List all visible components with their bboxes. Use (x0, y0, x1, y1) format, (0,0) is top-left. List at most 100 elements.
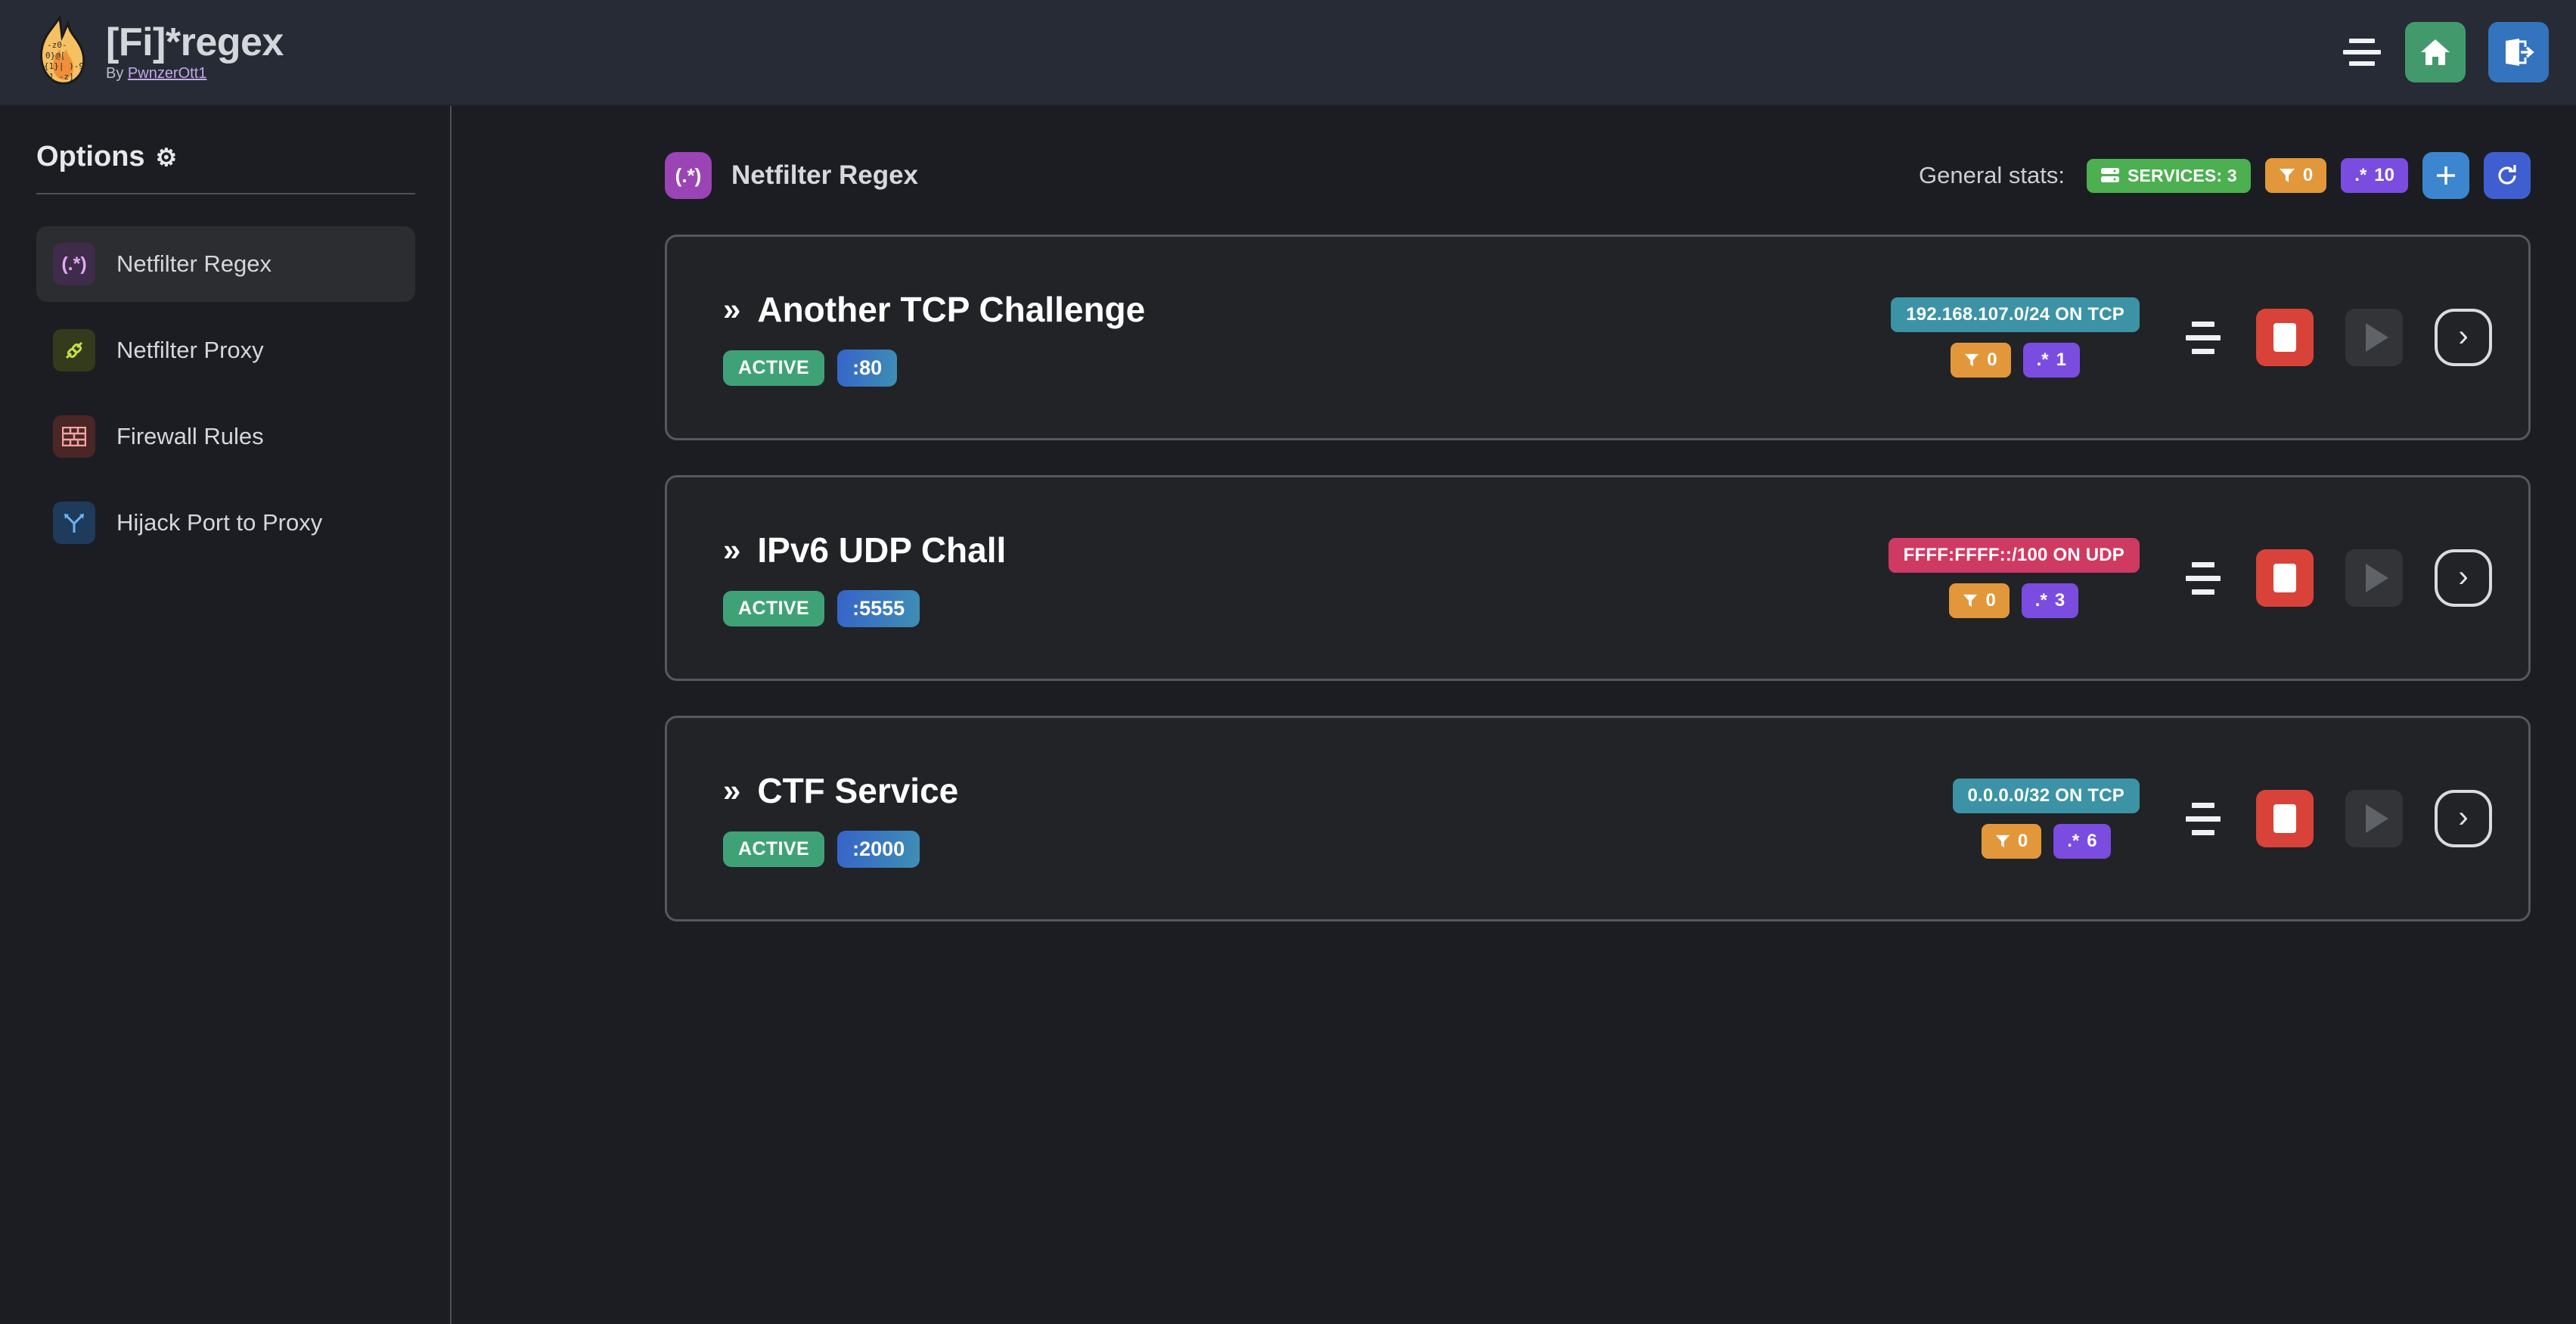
stop-service-button[interactable] (2256, 309, 2314, 366)
port-badge: :2000 (837, 830, 920, 868)
top-bar: -z0- 0}@[ {1}| )-9] {1 -z] [Fi]*regex By… (0, 0, 2576, 106)
global-filter-count: 0 (2302, 165, 2314, 185)
regex-glyph-icon: .* (2034, 590, 2047, 611)
status-badge: ACTIVE (723, 350, 825, 386)
general-stats-label: General stats: (1918, 162, 2065, 188)
hamburger-line (2349, 61, 2375, 66)
handle-line (2192, 348, 2214, 354)
hamburger-icon[interactable] (2342, 35, 2382, 70)
sidebar-title: Options ⚙ (36, 141, 415, 173)
service-network-info: FFFF:FFFF::/100 ON UDP 0 .* 3 (1888, 538, 2140, 618)
drag-handle-icon[interactable] (2182, 561, 2224, 595)
server-icon (2100, 168, 2119, 182)
network-badge: 0.0.0.0/32 ON TCP (1952, 779, 2140, 813)
sidebar: Options ⚙ (.*) Netfilter Regex Netfilter… (0, 106, 452, 1324)
handle-line (2192, 589, 2214, 595)
svg-text:{1 -z]: {1 -z] (44, 72, 74, 82)
service-title-row: » IPv6 UDP Chall (723, 530, 1006, 570)
open-service-button[interactable]: › (2435, 790, 2492, 847)
regex-count: 1 (2056, 350, 2066, 370)
plus-icon (2437, 166, 2455, 185)
stop-service-button[interactable] (2256, 790, 2314, 847)
play-icon (2366, 804, 2388, 833)
filter-count-badge: 0 (1981, 824, 2042, 859)
open-service-button[interactable]: › (2435, 549, 2492, 607)
open-service-button[interactable]: › (2435, 309, 2492, 366)
double-chevron-icon: » (723, 291, 741, 327)
chevron-right-icon: › (2458, 800, 2469, 834)
filter-icon (2279, 169, 2295, 182)
brick-wall-icon (53, 415, 95, 458)
add-service-button[interactable] (2422, 152, 2469, 199)
hamburger-line (2343, 50, 2381, 54)
start-service-button[interactable] (2345, 309, 2403, 366)
handle-line (2186, 816, 2221, 822)
svg-text:-z0-: -z0- (47, 40, 67, 50)
regex-glyph-icon: .* (2067, 831, 2080, 851)
logout-button[interactable] (2488, 22, 2549, 82)
drag-handle-icon[interactable] (2182, 321, 2224, 354)
home-icon (2421, 39, 2450, 65)
sidebar-item-hijack-port-to-proxy[interactable]: Hijack Port to Proxy (36, 485, 415, 561)
port-badge: :80 (837, 349, 898, 387)
global-regex-badge: .* 10 (2341, 158, 2408, 193)
general-stats: General stats: SERVICES: 3 0 .* 10 (1919, 152, 2531, 199)
top-bar-actions (2342, 22, 2549, 82)
sidebar-item-firewall-rules[interactable]: Firewall Rules (36, 399, 415, 474)
svg-text:0}@[: 0}@[ (45, 51, 66, 61)
hamburger-line (2349, 39, 2375, 43)
status-badge: ACTIVE (723, 590, 825, 626)
handle-line (2192, 561, 2214, 567)
sidebar-item-netfilter-proxy[interactable]: Netfilter Proxy (36, 312, 415, 388)
filter-count: 0 (1985, 590, 1996, 611)
gear-icon: ⚙ (155, 143, 178, 171)
drag-handle-icon[interactable] (2182, 802, 2224, 835)
sidebar-divider (36, 193, 415, 194)
status-badge: ACTIVE (723, 831, 825, 867)
refresh-button[interactable] (2484, 152, 2531, 199)
service-pills: ACTIVE :2000 (723, 830, 958, 868)
service-actions: 192.168.107.0/24 ON TCP 0 .* 1 (1891, 297, 2492, 378)
brand: -z0- 0}@[ {1}| )-9] {1 -z] [Fi]*regex By… (30, 16, 284, 89)
service-info: » Another TCP Challenge ACTIVE :80 (723, 289, 1145, 387)
network-badge: FFFF:FFFF::/100 ON UDP (1888, 538, 2140, 573)
service-info: » IPv6 UDP Chall ACTIVE :5555 (723, 530, 1006, 627)
regex-count: 3 (2054, 590, 2065, 611)
regex-count: 6 (2087, 831, 2097, 851)
proxy-plug-icon (53, 329, 95, 371)
stop-icon (2273, 323, 2296, 352)
service-title-row: » CTF Service (723, 770, 958, 811)
start-service-button[interactable] (2345, 549, 2403, 607)
handle-line (2186, 575, 2221, 581)
svg-text:{1}| )-9]: {1}| )-9] (44, 61, 89, 71)
sidebar-title-label: Options (36, 141, 145, 172)
sidebar-item-netfilter-regex[interactable]: (.*) Netfilter Regex (36, 226, 415, 302)
filter-count: 0 (1987, 350, 1997, 370)
service-actions: 0.0.0.0/32 ON TCP 0 .* 6 (1952, 779, 2492, 859)
app-title: [Fi]*regex (106, 20, 284, 65)
play-icon (2366, 564, 2388, 592)
double-chevron-icon: » (723, 772, 741, 808)
stop-service-button[interactable] (2256, 549, 2314, 607)
play-icon (2366, 323, 2388, 352)
service-card[interactable]: » Another TCP Challenge ACTIVE :80 192.1… (665, 235, 2531, 440)
sidebar-item-label: Netfilter Proxy (116, 337, 264, 363)
author-link[interactable]: PwnzerOtt1 (127, 64, 207, 82)
start-service-button[interactable] (2345, 790, 2403, 847)
main-header: (.*) Netfilter Regex General stats: SERV… (665, 148, 2531, 203)
service-title-row: » Another TCP Challenge (723, 289, 1145, 330)
page-title: Netfilter Regex (731, 160, 919, 190)
regex-icon: (.*) (53, 243, 95, 285)
global-filter-badge: 0 (2264, 158, 2327, 193)
double-chevron-icon: » (723, 531, 741, 567)
service-pills: ACTIVE :5555 (723, 589, 1006, 627)
filter-icon (1965, 353, 1979, 367)
service-counters: 0 .* 6 (1981, 824, 2111, 859)
flame-regex-icon: -z0- 0}@[ {1}| )-9] {1 -z] (30, 16, 89, 89)
main-content: (.*) Netfilter Regex General stats: SERV… (453, 106, 2576, 1324)
home-button[interactable] (2405, 22, 2466, 82)
page-regex-icon: (.*) (665, 152, 712, 199)
service-card[interactable]: » IPv6 UDP Chall ACTIVE :5555 FFFF:FFFF:… (665, 475, 2531, 681)
sidebar-item-label: Netfilter Regex (116, 250, 272, 277)
service-card[interactable]: » CTF Service ACTIVE :2000 0.0.0.0/32 ON… (665, 716, 2531, 922)
